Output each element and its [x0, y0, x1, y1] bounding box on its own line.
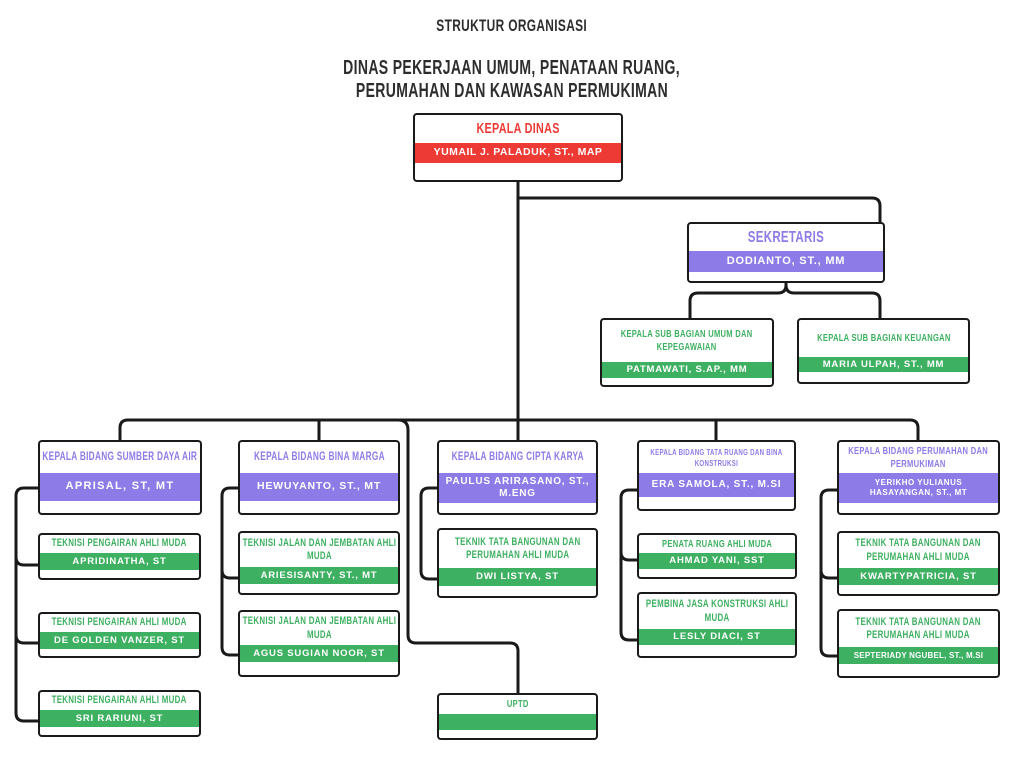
node-footer	[839, 585, 998, 594]
name-bar: DWI LISTYA, ST	[439, 568, 596, 586]
role-label: TEKNISI PENGAIRAN AHLI MUDA	[51, 537, 188, 550]
node-footer	[415, 163, 621, 180]
role-label: KEPALA BIDANG CIPTA KARYA	[451, 451, 584, 464]
node-footer	[40, 570, 199, 578]
node-footer	[439, 503, 596, 513]
name-bar: ERA SAMOLA, ST., M.SI	[639, 473, 794, 497]
page-subtitle-line1: DINAS PEKERJAAN UMUM, PENATAAN RUANG,	[343, 57, 681, 79]
node-teknik-tata-bangunan-ck: TEKNIK TATA BANGUNAN DAN PERUMAHAN AHLI …	[437, 528, 598, 598]
role-label: TEKNIK TATA BANGUNAN DAN PERUMAHAN AHLI …	[855, 537, 982, 563]
node-bidang-perumahan-permukiman: KEPALA BIDANG PERUMAHAN DAN PERMUKIMAN Y…	[837, 440, 1000, 515]
role-label: TEKNISI JALAN DAN JEMBATAN AHLI MUDA	[242, 536, 396, 562]
role-label: TEKNISI PENGAIRAN AHLI MUDA	[51, 694, 188, 707]
node-teknisi-pengairan-3: TEKNISI PENGAIRAN AHLI MUDA SRI RARIUNI,…	[38, 690, 201, 737]
node-bidang-cipta-karya: KEPALA BIDANG CIPTA KARYA PAULUS ARIRASA…	[437, 440, 598, 515]
name-bar: DE GOLDEN VANZER, ST	[40, 632, 199, 649]
node-footer	[439, 730, 596, 738]
node-footer	[439, 586, 596, 596]
node-footer	[839, 664, 998, 676]
node-pembina-jasa-konstruksi: PEMBINA JASA KONSTRUKSI AHLI MUDA LESLY …	[637, 592, 797, 658]
name-bar: LESLY DIACI, ST	[639, 629, 795, 645]
role-label: TEKNIK TATA BANGUNAN DAN PERUMAHAN AHLI …	[454, 535, 581, 561]
role-label: TEKNISI JALAN DAN JEMBATAN AHLI MUDA	[242, 615, 396, 641]
node-footer	[639, 645, 795, 656]
role-label: SEKRETARIS	[747, 228, 825, 246]
role-label: TEKNISI PENGAIRAN AHLI MUDA	[51, 616, 188, 629]
role-label: KEPALA BIDANG PERUMAHAN DAN PERMUKIMAN	[848, 444, 989, 470]
node-footer	[240, 662, 398, 675]
node-teknisi-pengairan-2: TEKNISI PENGAIRAN AHLI MUDA DE GOLDEN VA…	[38, 612, 201, 658]
node-footer	[40, 501, 200, 513]
node-sub-bagian-umum-kepegawaian: KEPALA SUB BAGIAN UMUM DAN KEPEGAWAIAN P…	[600, 318, 774, 387]
node-teknisi-jalan-jembatan-2: TEKNISI JALAN DAN JEMBATAN AHLI MUDA AGU…	[238, 610, 400, 677]
name-bar: YERIKHO YULIANUS HASAYANGAN, ST., MT	[839, 473, 998, 503]
name-bar: ARIESISANTY, ST., MT	[240, 567, 398, 584]
name-bar: AHMAD YANI, SST	[639, 553, 795, 569]
node-footer	[639, 497, 794, 509]
role-label: KEPALA SUB BAGIAN UMUM DAN KEPEGAWAIAN	[621, 328, 753, 353]
node-bidang-sumber-daya-air: KEPALA BIDANG SUMBER DAYA AIR APRISAL, S…	[38, 440, 202, 515]
page-subtitle: DINAS PEKERJAAN UMUM, PENATAAN RUANG, PE…	[0, 57, 1024, 103]
page-title: STRUKTUR ORGANISASI	[0, 16, 1024, 36]
name-bar: APRISAL, ST, MT	[40, 473, 200, 501]
node-teknisi-pengairan-1: TEKNISI PENGAIRAN AHLI MUDA APRIDINATHA,…	[38, 533, 201, 580]
name-bar: HEWUYANTO, ST., MT	[240, 473, 398, 501]
name-bar: MARIA ULPAH, ST., MM	[799, 357, 968, 372]
name-bar: YUMAIL J. PALADUK, ST., MAP	[415, 143, 621, 163]
node-footer	[240, 584, 398, 593]
name-bar: PAULUS ARIRASANO, ST., M.ENG	[439, 473, 596, 503]
name-bar: AGUS SUGIAN NOOR, ST	[240, 645, 398, 662]
node-kepala-dinas: KEPALA DINAS YUMAIL J. PALADUK, ST., MAP	[413, 113, 623, 182]
role-label: PEMBINA JASA KONSTRUKSI AHLI MUDA	[645, 598, 789, 624]
name-bar: SEPTERIADY NGUBEL, ST., M.SI	[839, 647, 998, 664]
node-footer	[240, 501, 398, 513]
role-label: KEPALA BIDANG TATA RUANG DAN BINA KONSTR…	[650, 447, 783, 468]
name-bar: KWARTYPATRICIA, ST	[839, 568, 998, 585]
role-label: KEPALA SUB BAGIAN KEUANGAN	[816, 332, 951, 345]
node-footer	[639, 569, 795, 577]
node-footer	[839, 503, 998, 513]
role-label: TEKNIK TATA BANGUNAN DAN PERUMAHAN AHLI …	[855, 615, 982, 641]
role-label: PENATA RUANG AHLI MUDA	[661, 537, 773, 550]
node-bidang-tata-ruang-bina-konstruksi: KEPALA BIDANG TATA RUANG DAN BINA KONSTR…	[637, 440, 796, 511]
node-sekretaris: SEKRETARIS DODIANTO, ST., MM	[687, 222, 885, 283]
role-label: KEPALA BIDANG BINA MARGA	[253, 451, 385, 464]
node-footer	[40, 727, 199, 735]
name-bar: SRI RARIUNI, ST	[40, 710, 199, 727]
node-sub-bagian-keuangan: KEPALA SUB BAGIAN KEUANGAN MARIA ULPAH, …	[797, 318, 970, 384]
name-bar: APRIDINATHA, ST	[40, 553, 199, 570]
node-teknik-tata-bangunan-pp-1: TEKNIK TATA BANGUNAN DAN PERUMAHAN AHLI …	[837, 531, 1000, 596]
node-footer	[689, 272, 883, 281]
page-title-text: STRUKTUR ORGANISASI	[436, 16, 588, 35]
node-footer	[602, 378, 772, 385]
node-footer	[40, 649, 199, 656]
role-label: KEPALA BIDANG SUMBER DAYA AIR	[42, 451, 198, 464]
name-bar	[439, 714, 596, 730]
node-uptd: UPTD	[437, 693, 598, 740]
node-penata-ruang: PENATA RUANG AHLI MUDA AHMAD YANI, SST	[637, 533, 797, 579]
node-teknisi-jalan-jembatan-1: TEKNISI JALAN DAN JEMBATAN AHLI MUDA ARI…	[238, 531, 400, 595]
node-bidang-bina-marga: KEPALA BIDANG BINA MARGA HEWUYANTO, ST.,…	[238, 440, 400, 515]
role-label: UPTD	[506, 698, 529, 711]
node-footer	[799, 372, 968, 382]
name-bar: PATMAWATI, S.AP., MM	[602, 362, 772, 378]
page-subtitle-line2: PERUMAHAN DAN KAWASAN PERMUKIMAN	[355, 80, 669, 102]
role-label: KEPALA DINAS	[476, 119, 560, 137]
node-teknik-tata-bangunan-pp-2: TEKNIK TATA BANGUNAN DAN PERUMAHAN AHLI …	[837, 609, 1000, 678]
name-bar: DODIANTO, ST., MM	[689, 251, 883, 272]
